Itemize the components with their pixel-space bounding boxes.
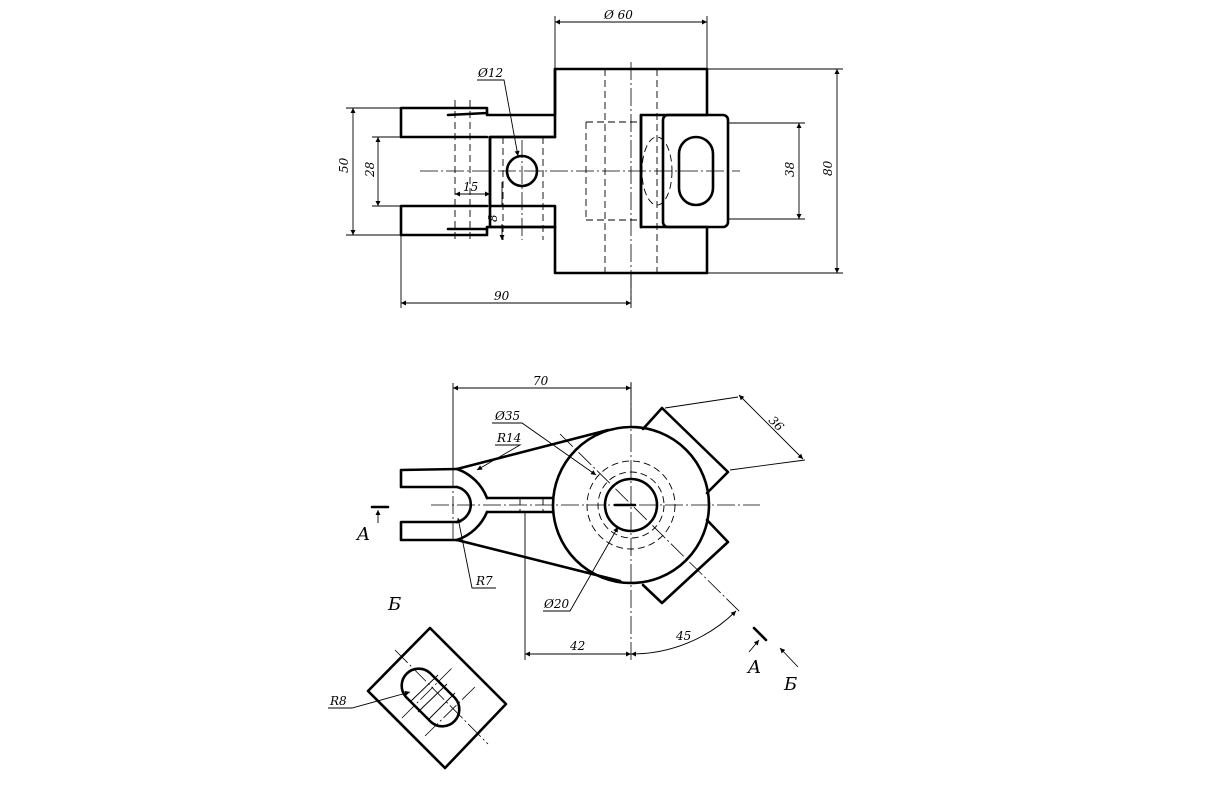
view-b-arrow-label: Б [783,674,797,695]
dim-38-ext [728,122,805,220]
front-rotated-boss [641,406,730,605]
aux-plate-outline [366,626,508,770]
top-taper-lines [446,111,489,231]
dim-80-text: 80 [821,160,835,176]
dim-36-ext [664,396,806,471]
dim-15-text: 15 [463,180,478,194]
dim-90-ext [400,235,632,308]
section-a-right-arrow [748,639,760,653]
top-fork-lower [399,204,557,237]
front-tangent-lines [455,428,622,583]
dim-r8-leader [328,690,411,709]
front-fork-arc [455,485,473,524]
front-boss-arc [455,467,489,542]
dim-36-line [738,394,804,460]
dim-r8-text: R8 [329,694,347,708]
dim-8-text: 8 [486,214,500,222]
dim-45-text: 45 [675,629,691,643]
front-view: 70 Ø35 R14 36 R7 Ø20 42 45 A A [355,374,806,695]
aux-detail-lines [409,674,456,721]
dim-dia60-ext [554,16,708,69]
dim-70-text: 70 [533,374,549,388]
front-centerline-diag [559,433,741,613]
dim-dia35-leader [492,422,597,476]
aux-view-b: R8 [328,626,508,770]
dim-r14-leader [476,444,522,471]
dim-36-text: 36 [766,413,787,434]
dim-dia20-leader [543,526,619,612]
dim-dia60-text: Ø 60 [603,8,633,22]
view-b-title: Б [387,594,401,615]
section-a-left-label: A [355,524,370,545]
dim-28-ext [372,136,490,207]
top-view: Ø 60 Ø12 50 28 15 8 38 80 90 [337,8,843,308]
dim-r14-text: R14 [496,431,521,445]
section-a-right-mark [752,626,768,642]
dim-dia12-leader [477,79,520,157]
dim-r7-text: R7 [475,574,493,588]
dim-38-text: 38 [783,161,797,177]
aux-centerline-main [394,649,489,745]
aux-centerline-cross [401,667,477,737]
section-a-right-label: A [746,657,761,678]
view-b-arrow [779,647,799,668]
dim-dia35-text: Ø35 [494,409,520,423]
top-fork-upper [399,67,557,139]
dim-45-arc [630,610,737,657]
dim-80-ext [707,68,843,274]
dim-28-text: 28 [363,161,377,178]
dim-50-text: 50 [337,157,351,173]
dim-dia12-text: Ø12 [477,66,503,80]
dim-90-text: 90 [494,289,510,303]
front-fork-prongs [399,467,459,542]
dim-42-text: 42 [569,639,585,653]
top-fork-inner [488,135,557,229]
dim-dia20-text: Ø20 [543,597,569,611]
dim-70-ext [452,383,632,469]
dim-r7-leader [456,517,496,589]
